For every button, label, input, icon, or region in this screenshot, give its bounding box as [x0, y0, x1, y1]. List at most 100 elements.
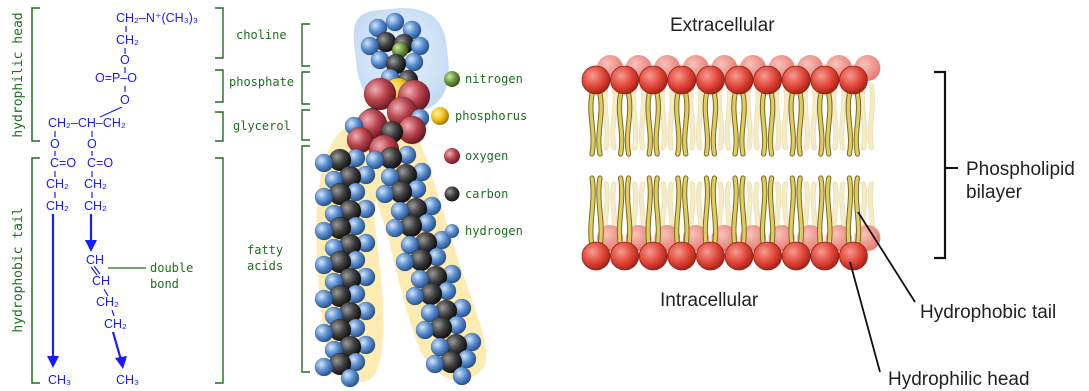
hydrogen-atom	[360, 36, 380, 56]
hydrophilic-head	[810, 241, 840, 271]
hydrophobic-tail	[711, 176, 718, 248]
hydrophilic-head	[696, 65, 725, 95]
hydrophobic-tail	[854, 92, 861, 156]
bilayer-front-row	[581, 65, 868, 271]
fatty-acids-label-line1: fatty	[247, 243, 283, 257]
hydrogen-atom	[425, 354, 445, 374]
oxygen-swatch-icon	[444, 148, 460, 164]
hydrophobic-tail-callout: Hydrophobic tail	[920, 302, 1056, 323]
right-ch2-1-text: CH₂	[84, 177, 107, 191]
hydrophobic-tail	[683, 92, 689, 156]
hydrogen-atom	[385, 12, 405, 32]
left-ch3-text: CH₃	[48, 373, 71, 387]
hydrophobic-tail	[789, 92, 795, 156]
hydrogen-atom	[405, 286, 425, 306]
hydrophobic-tail	[754, 84, 760, 150]
glycerol-label: glycerol	[233, 119, 291, 133]
hydrophilic-head	[696, 241, 725, 271]
hydrogen-atom	[314, 289, 334, 309]
hydrophobic-tail	[617, 92, 624, 156]
left-ch2-1-text: CH₂	[46, 177, 69, 191]
oxygen-atom	[363, 77, 397, 111]
bilayer-diagram	[581, 55, 881, 271]
hydrophobic-tail	[697, 84, 703, 150]
hydrophobic-tail	[654, 92, 660, 156]
hydrogen-atom	[365, 150, 385, 170]
hydrogen-atom	[395, 252, 415, 272]
hydrophilic-head	[610, 241, 639, 271]
head-bracket	[31, 7, 40, 142]
hydrophobic-tail	[760, 92, 767, 156]
hydrogen-atom	[314, 323, 334, 343]
right-ch2-3-text: CH₂	[96, 295, 119, 309]
hydrophobic-tail	[811, 84, 817, 150]
hydrogen-atom	[385, 218, 405, 238]
choline-group-text: CH₂–N⁺(CH₃)₃	[116, 11, 198, 25]
legend-nitrogen-label: nitrogen	[465, 72, 523, 86]
hydrophilic-head-callout: Hydrophilic head	[888, 369, 1030, 390]
hydrophobic-tail	[803, 84, 809, 150]
hydrophobic-tail	[818, 176, 824, 248]
ester-oxygen-right-text: O	[87, 137, 97, 151]
double-bond-ch-1-text: CH	[86, 253, 104, 267]
hydrogen-atom	[314, 187, 334, 207]
hydrophilic-head	[781, 241, 811, 271]
hydrophilic-head	[810, 65, 840, 95]
hydrophobic-tail	[717, 84, 724, 150]
hydrophilic-head	[839, 65, 868, 95]
right-chain-arrow-lower	[111, 331, 123, 361]
bilayer-labels: Extracellular Intracellular Phospholipid…	[660, 15, 1075, 390]
carbonyl-left-text: C=O	[50, 156, 76, 170]
hydrophobic-tail	[603, 84, 609, 150]
hydrogen-atom	[340, 368, 360, 388]
hydrophobic-tail	[639, 84, 646, 150]
oxygen-bottom-text: O	[120, 93, 130, 107]
hydrophobic-tail	[646, 176, 652, 248]
hydrophilic-head	[667, 241, 697, 271]
hydrophobic-tail	[832, 84, 838, 150]
carbon-swatch-icon	[444, 186, 460, 202]
right-ch2-4-text: CH₂	[104, 317, 127, 331]
nitrogen-swatch-icon	[444, 71, 460, 87]
hydrophobic-tail	[660, 84, 666, 150]
hydrophobic-tail	[732, 92, 738, 156]
oxygen-top-text: O	[120, 53, 130, 67]
hydrophobic-tail	[625, 176, 632, 248]
hydrophobic-tail	[589, 92, 595, 156]
double-bond-label-line1: double	[150, 261, 193, 275]
hydrogen-atom	[390, 201, 410, 221]
hydrophobic-tail	[768, 176, 775, 248]
tail-pointer	[857, 211, 916, 303]
hydrogen-swatch-icon	[445, 224, 459, 238]
hydrophobic-tail	[631, 84, 638, 150]
intracellular-label: Intracellular	[660, 290, 759, 311]
hydrophobic-tail	[797, 176, 803, 248]
hydrogen-atom	[314, 357, 334, 377]
hydrophobic-tail	[782, 84, 789, 150]
hydrophobic-tail	[654, 176, 660, 248]
hydrophobic-tail	[826, 92, 832, 156]
hydrophobic-tail	[646, 92, 652, 156]
hydrophobic-tail	[611, 84, 617, 150]
hydrophilic-head	[839, 241, 868, 271]
ester-oxygen-left-text: O	[50, 137, 60, 151]
hydrophobic-tail	[597, 92, 603, 156]
hydrogen-atom	[400, 235, 420, 255]
hydrogen-atom	[314, 221, 334, 241]
bilayer-label-line2: bilayer	[966, 182, 1023, 203]
hydrophobic-tail	[683, 176, 689, 248]
hydrogen-atom	[410, 36, 430, 56]
hydrogen-atom	[375, 184, 395, 204]
hydrophobic-tail	[746, 84, 752, 150]
choline-ch2-text: CH₂	[116, 33, 139, 47]
fatty-acids-label-line2: acids	[247, 259, 283, 273]
hydrophobic-tail	[675, 92, 681, 156]
hydrophobic-tail	[689, 84, 695, 150]
right-ch2-2-text: CH₂	[84, 199, 107, 213]
legend-carbon-label: carbon	[465, 187, 508, 201]
atom-legend: nitrogen phosphorus oxygen carbon hydrog…	[431, 71, 527, 238]
hydrophobic-tail	[703, 92, 710, 156]
hydrophobic-tail	[740, 176, 746, 248]
head-pointer	[849, 261, 881, 373]
